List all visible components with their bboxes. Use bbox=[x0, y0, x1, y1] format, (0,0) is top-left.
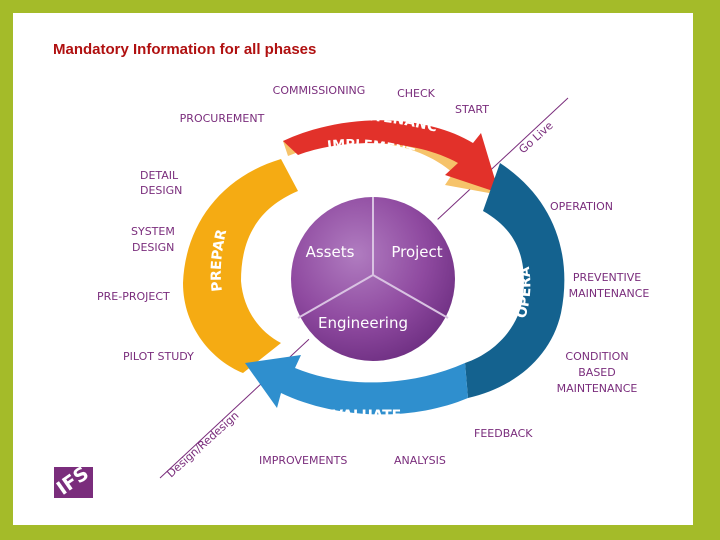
ifs-logo-text: IFS bbox=[54, 467, 93, 498]
label-condition-2: BASED bbox=[578, 366, 615, 379]
label-check: CHECK bbox=[397, 87, 436, 100]
center-assets: Assets bbox=[306, 243, 355, 261]
label-pilot-study: PILOT STUDY bbox=[123, 350, 194, 363]
label-go-live: Go Live bbox=[516, 119, 555, 156]
label-preventive-2: MAINTENANCE bbox=[569, 287, 650, 300]
label-operation: OPERATION bbox=[550, 200, 613, 213]
plan-maintenance-arrow bbox=[283, 120, 499, 193]
prepare-arc bbox=[183, 159, 298, 373]
operate-arc bbox=[465, 163, 565, 398]
maintenance-cycle-diagram: Assets Project Engineering PLAN MAINTENA… bbox=[13, 13, 650, 480]
evaluate-arrow bbox=[245, 355, 468, 415]
label-condition-1: CONDITION bbox=[565, 350, 628, 363]
label-improvements: IMPROVEMENTS bbox=[259, 454, 347, 467]
label-analysis: ANALYSIS bbox=[394, 454, 446, 467]
center-divider-left bbox=[297, 274, 374, 319]
label-system-design-2: DESIGN bbox=[132, 241, 174, 254]
label-procurement: PROCUREMENT bbox=[180, 112, 265, 125]
ifs-logo: IFS bbox=[54, 467, 93, 498]
slide: Mandatory Information for all phases bbox=[13, 13, 693, 525]
label-commissioning: COMMISSIONING bbox=[273, 84, 366, 97]
label-pre-project: PRE-PROJECT bbox=[97, 290, 170, 303]
label-start: START bbox=[455, 103, 489, 116]
center-divider-right bbox=[372, 274, 449, 319]
evaluate-label: EVALUATE bbox=[323, 408, 402, 424]
center-ball bbox=[291, 197, 455, 361]
label-detail-design-2: DESIGN bbox=[140, 184, 182, 197]
label-preventive-1: PREVENTIVE bbox=[573, 271, 641, 284]
label-detail-design-1: DETAIL bbox=[140, 169, 179, 182]
label-feedback: FEEDBACK bbox=[474, 427, 533, 440]
label-system-design-1: SYSTEM bbox=[131, 225, 175, 238]
label-condition-3: MAINTENANCE bbox=[557, 382, 638, 395]
label-design-redesign: Design/Redesign bbox=[164, 409, 241, 480]
slide-title: Mandatory Information for all phases bbox=[53, 41, 317, 58]
center-project: Project bbox=[391, 243, 442, 261]
center-engineering: Engineering bbox=[318, 314, 408, 332]
